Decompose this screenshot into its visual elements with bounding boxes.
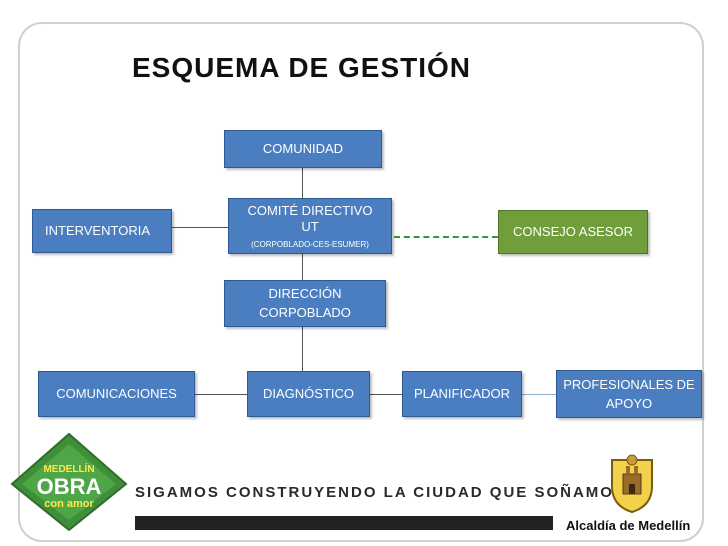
comunicaciones-box: COMUNICACIONES (38, 371, 195, 417)
profesionales-label: PROFESIONALES DE (563, 376, 695, 392)
slide-frame (18, 22, 704, 542)
connector-planificador-profesionales (522, 394, 556, 395)
connector-comunicaciones-diagnostico (195, 394, 247, 395)
logo-line2: OBRA (37, 474, 102, 499)
comunicaciones-label: COMUNICACIONES (56, 386, 177, 401)
apoyo-label: APOYO (605, 395, 653, 411)
planificador-label: PLANIFICADOR (413, 386, 511, 401)
interventoria-label: INTERVENTORIA (45, 223, 150, 238)
direccion-box: DIRECCIÓN CORPOBLADO (224, 280, 386, 327)
comite-directivo-box: COMITÉ DIRECTIVO UT (CORPOBLADO-CES-ESUM… (228, 198, 392, 254)
connector-comite-direccion (302, 254, 303, 280)
corpoblado-label: CORPOBLADO (259, 305, 351, 320)
comite-directivo-label: COMITÉ DIRECTIVO (247, 202, 373, 218)
connector-comunidad-comite (302, 168, 303, 198)
comite-ut-label: UT (301, 218, 319, 234)
logo-line1: MEDELLÍN (43, 462, 94, 475)
direccion-label: DIRECCIÓN (268, 286, 342, 301)
consejo-asesor-label: CONSEJO ASESOR (513, 224, 633, 239)
alcaldia-label: Alcaldía de Medellín (566, 518, 691, 533)
diagnostico-label: DIAGNÓSTICO (262, 386, 354, 401)
logo-line3: con amor (44, 498, 94, 510)
connector-interventoria-comite (172, 227, 228, 228)
comunidad-box: COMUNIDAD (224, 130, 382, 168)
comite-directivo-text: COMITÉ DIRECTIVO UT (CORPOBLADO-CES-ESUM… (248, 203, 373, 250)
profesionales-box: PROFESIONALES DE APOYO (556, 370, 702, 418)
interventoria-box: INTERVENTORIA (32, 209, 172, 253)
comite-members-label: (CORPOBLADO-CES-ESUMER) (251, 239, 369, 249)
comunidad-label: COMUNIDAD (262, 141, 344, 156)
profesionales-text: PROFESIONALES DE APOYO (563, 377, 694, 412)
planificador-box: PLANIFICADOR (402, 371, 522, 417)
connector-comite-consejo (394, 236, 498, 238)
coat-of-arms-icon (611, 454, 653, 514)
connector-diagnostico-planificador (370, 394, 402, 395)
page-title: ESQUEMA DE GESTIÓN (132, 52, 472, 83)
diagnostico-box: DIAGNÓSTICO (247, 371, 370, 417)
consejo-asesor-box: CONSEJO ASESOR (498, 210, 648, 254)
footer-bar (135, 516, 553, 530)
medellin-obra-logo: MEDELLÍN OBRA con amor (10, 432, 128, 532)
connector-direccion-diagnostico (302, 327, 303, 371)
direccion-text: DIRECCIÓN CORPOBLADO (259, 286, 351, 321)
footer-slogan: SIGAMOS CONSTRUYENDO LA CIUDAD QUE SOÑAM… (135, 484, 626, 501)
